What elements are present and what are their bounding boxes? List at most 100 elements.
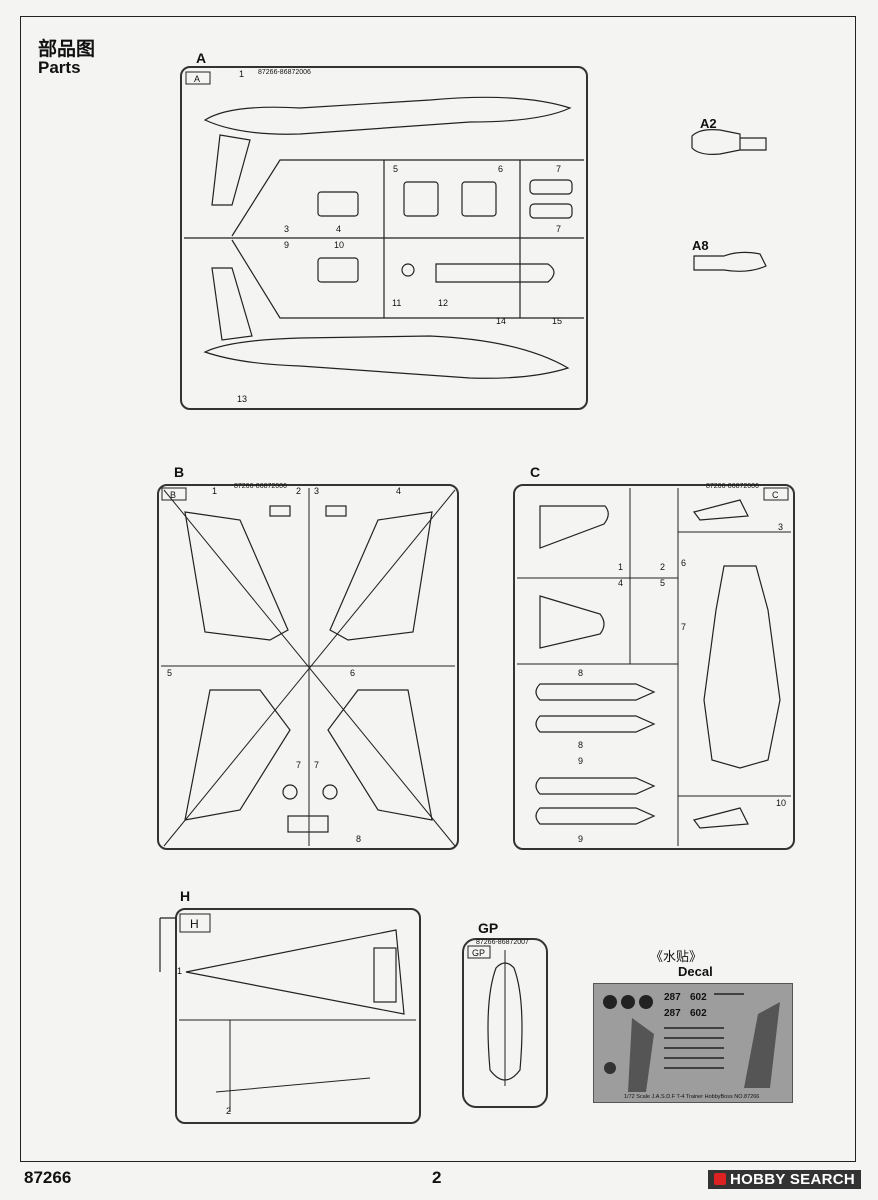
sprue-b-letter: B <box>174 464 185 480</box>
kit-number: 87266 <box>24 1168 72 1187</box>
page-frame <box>20 16 856 1162</box>
wing-b1 <box>184 511 289 641</box>
part-h-rect <box>373 947 397 1003</box>
a-num-12: 12 <box>438 298 448 308</box>
decal-sheet: 287 602 287 602 1/72 Scale J.A.S.D.F T-4… <box>593 983 793 1103</box>
a-num-6: 6 <box>498 164 503 174</box>
brand-watermark: HOBBY SEARCH <box>708 1170 862 1189</box>
sprue-gp-tag: GP <box>472 948 485 958</box>
c-num-8b: 8 <box>578 740 583 750</box>
c-num-2: 2 <box>660 562 665 572</box>
part-a7a <box>529 179 573 195</box>
c-num-10: 10 <box>776 798 786 808</box>
c-num-9a: 9 <box>578 756 583 766</box>
sprue-b-frame <box>157 484 459 850</box>
a-num-3: 3 <box>284 224 289 234</box>
a-num-9: 9 <box>284 240 289 250</box>
wing-b5 <box>184 689 291 821</box>
sprue-b-code: 87266-86872006 <box>234 483 287 490</box>
a-num-5: 5 <box>393 164 398 174</box>
a-num-1: 1 <box>239 69 244 79</box>
a-num-11: 11 <box>392 298 401 308</box>
part-a5 <box>403 181 439 217</box>
part-a12 <box>435 263 555 283</box>
sprue-b-runners <box>161 488 456 847</box>
part-b8 <box>287 815 329 833</box>
b-num-1: 1 <box>212 486 217 496</box>
sprue-c-frame <box>513 484 795 850</box>
part-a6 <box>461 181 497 217</box>
detail-a8 <box>693 251 767 272</box>
sprue-a-tag: A <box>194 74 200 84</box>
sprue-c-letter: C <box>530 464 541 480</box>
sprue-a-code: 87266-86872006 <box>258 69 311 76</box>
b-num-3: 3 <box>314 486 319 496</box>
part-c10 <box>692 807 749 829</box>
decal-code-1: 287 <box>664 992 681 1003</box>
sprue-h-runners <box>179 1019 416 1112</box>
c-num-3: 3 <box>778 522 783 532</box>
wing-b6 <box>327 689 433 821</box>
page-number: 2 <box>432 1168 442 1187</box>
h-num-2: 2 <box>226 1106 231 1116</box>
sprue-gp-frame <box>462 938 548 1108</box>
sprue-gp-letter: GP <box>478 920 499 936</box>
part-a4 <box>317 191 359 217</box>
part-c3 <box>692 499 749 521</box>
part-a7b <box>529 203 573 219</box>
hobby-search-logo-icon <box>714 1173 726 1185</box>
vertical-fin-upper <box>211 134 251 206</box>
wheel-b7a <box>282 784 298 800</box>
b-num-2: 2 <box>296 486 301 496</box>
b-num-5: 5 <box>167 668 172 678</box>
sprue-a-frame <box>180 66 588 410</box>
canopy-gp <box>487 962 523 1081</box>
b-num-7a: 7 <box>296 760 301 770</box>
a-num-7a: 7 <box>556 164 561 174</box>
detail-a2 <box>691 129 767 155</box>
c-num-4: 4 <box>618 578 623 588</box>
brand-label: HOBBY SEARCH <box>730 1171 856 1188</box>
fuselage-half-lower <box>203 335 570 379</box>
a-num-13: 13 <box>237 394 247 404</box>
vertical-fin-lower <box>211 267 253 341</box>
sprue-c-tag: C <box>772 490 779 500</box>
part-b2 <box>269 505 291 517</box>
fuselage-half-upper <box>203 96 572 135</box>
a-num-7b: 7 <box>556 224 561 234</box>
b-num-8: 8 <box>356 834 361 844</box>
c-num-9b: 9 <box>578 834 583 844</box>
sprue-h-tag: H <box>190 917 199 931</box>
detail-a2-label: A2 <box>700 116 717 131</box>
a-num-4: 4 <box>336 224 341 234</box>
decal-code-2: 602 <box>690 992 707 1003</box>
b-num-4: 4 <box>396 486 401 496</box>
c-num-1: 1 <box>618 562 623 572</box>
sprue-tags: A 87266-86872006 B 87266-86872006 C 8726… <box>161 69 789 959</box>
part-c4 <box>539 595 605 649</box>
decal-code-4: 602 <box>690 1008 707 1019</box>
decal-caption: 1/72 Scale J.A.S.D.F T-4 Trainer HobbyBo… <box>624 1094 759 1100</box>
sprue-a-letter: A <box>196 50 207 66</box>
sprue-c-code: 87266-86872006 <box>706 483 759 490</box>
decal-art: 287 602 287 602 1/72 Scale J.A.S.D.F T-4… <box>603 992 780 1100</box>
cockpit-tub-c7 <box>703 565 781 769</box>
sprue-h-frame <box>175 908 421 1124</box>
decal-title-en: Decal <box>678 964 713 979</box>
h-num-1: 1 <box>177 966 182 976</box>
sprue-b-tag: B <box>170 490 176 500</box>
c-num-7: 7 <box>681 622 686 632</box>
c-num-6: 6 <box>681 558 686 568</box>
page-title-cn: 部品图 <box>38 38 96 60</box>
c-num-8a: 8 <box>578 668 583 678</box>
a-num-10: 10 <box>334 240 344 250</box>
sprue-c-runners <box>517 488 791 846</box>
part-a11 <box>401 263 415 277</box>
decal-title-cn: 《水贴》 <box>650 950 703 965</box>
drop-tank-c8a <box>535 683 656 701</box>
canopy-frame-h1 <box>185 929 405 1015</box>
drop-tank-c9a <box>535 777 656 795</box>
sprue-gp-code: 87266-86872007 <box>476 939 529 946</box>
wheel-b7b <box>322 784 338 800</box>
